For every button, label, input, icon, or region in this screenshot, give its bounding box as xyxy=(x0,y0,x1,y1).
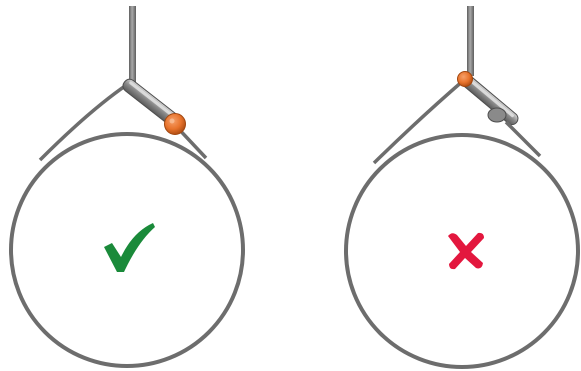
fastener-pin xyxy=(458,72,473,87)
panel-correct xyxy=(11,6,243,366)
cross-icon xyxy=(448,233,484,269)
sling-left-leg xyxy=(374,80,464,163)
fastener-pin xyxy=(165,114,186,135)
lifting-rod xyxy=(467,6,474,76)
hook-eye xyxy=(488,108,506,122)
lifting-rod xyxy=(129,6,136,88)
checkmark-icon xyxy=(104,223,155,272)
panel-incorrect xyxy=(346,6,578,367)
sling-left-leg xyxy=(40,84,128,160)
